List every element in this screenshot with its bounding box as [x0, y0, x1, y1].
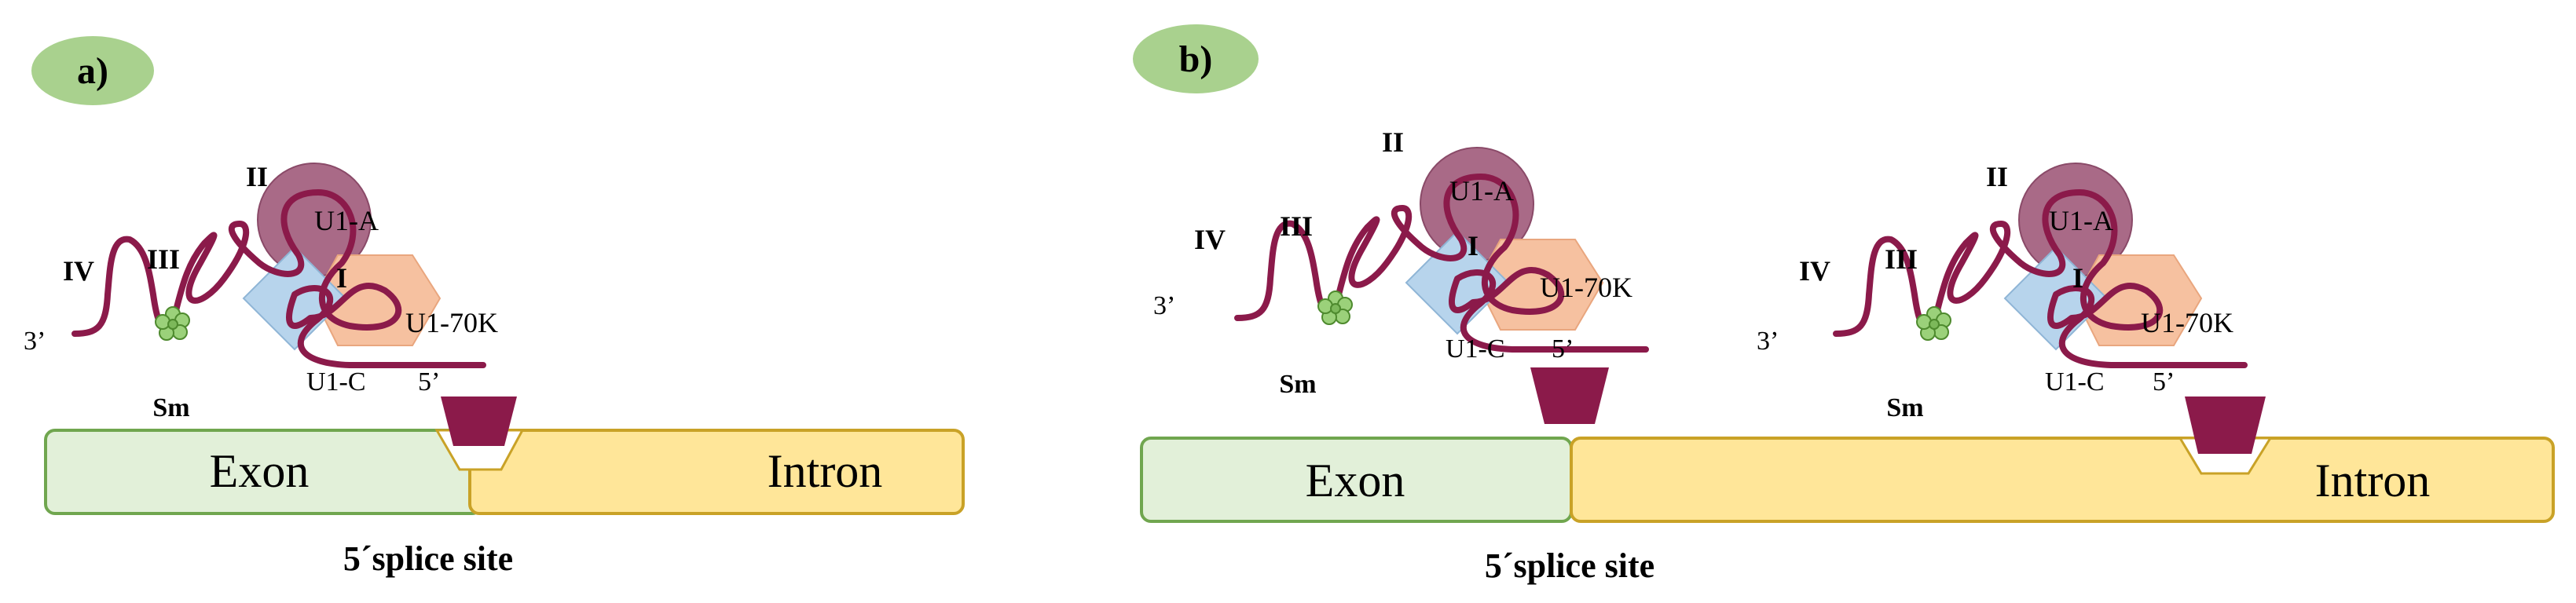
panel-b-right-stem-III: III [1885, 243, 1918, 275]
panel-b-left-marker [1530, 367, 1609, 424]
panel-b-right-3prime: 3’ [1757, 327, 1779, 356]
panel-a-3prime: 3’ [24, 327, 46, 356]
panel-a-stem-I: I [336, 262, 347, 294]
panel-a-stem-II: II [246, 161, 268, 192]
panel-a-splice-marker [441, 397, 517, 446]
panel-a-u170k-label: U1-70K [405, 307, 498, 338]
panel-b-left-stem-I: I [1468, 230, 1479, 261]
panel-b-left-u1a-label: U1-A [1449, 175, 1514, 206]
panel-b-intron-label: Intron [2315, 455, 2431, 506]
panel-b-right-stem-IV: IV [1799, 255, 1830, 287]
panel-b-right-u170k-label: U1-70K [2141, 307, 2233, 338]
panel-b-left-stem-II: II [1382, 126, 1404, 158]
panel-a-u1a-label: U1-A [314, 205, 379, 236]
panel-b-right-u1a-label: U1-A [2049, 205, 2113, 236]
panel-a: a) II III IV I U1-A U1-70K U1-C 5’ 3’ Sm… [24, 36, 965, 578]
panel-b-left-u170k-label: U1-70K [1540, 272, 1632, 303]
panel-b-right-sm-label: Sm [1886, 393, 1923, 422]
panel-b-left-3prime: 3’ [1153, 291, 1175, 320]
panel-a-sm-label: Sm [152, 393, 189, 422]
panel-b-right-stem-II: II [1986, 161, 2008, 192]
panel-b-right-5prime: 5’ [2153, 367, 2175, 397]
panel-a-stem-IV: IV [63, 255, 94, 287]
panel-a-stem-III: III [147, 243, 180, 275]
panel-b-intron-box [1570, 437, 2555, 523]
panel-a-exon-label: Exon [210, 445, 310, 497]
panel-b-exon-label: Exon [1306, 455, 1405, 506]
panel-a-u1c-label: U1-C [306, 367, 366, 397]
panel-b-left-stem-IV: IV [1194, 224, 1226, 255]
panel-a-label-bubble [31, 36, 154, 105]
panel-b-caption: 5´splice site [1485, 546, 1654, 585]
panel-a-label: a) [77, 50, 108, 92]
panel-b-label-bubble [1133, 24, 1259, 93]
panel-a-intron-label: Intron [768, 445, 883, 497]
panel-b: b) II III IV I U1-A U1-70K U1-C 5’ 3’ Sm… [1133, 24, 2555, 585]
panel-b-label: b) [1179, 38, 1213, 80]
panel-a-5prime: 5’ [418, 367, 440, 397]
panel-b-left-stem-III: III [1280, 210, 1313, 242]
panel-b-left-sm-label: Sm [1279, 370, 1316, 399]
panel-b-splice-marker [2185, 397, 2266, 454]
panel-b-left-complex [1237, 148, 1646, 349]
panel-a-caption: 5´splice site [343, 539, 513, 578]
panel-b-left-5prime: 5’ [1552, 334, 1574, 364]
panel-b-left-u1c-label: U1-C [1446, 334, 1505, 364]
panel-b-right-u1c-label: U1-C [2045, 367, 2105, 397]
panel-a-intron-box [468, 429, 965, 515]
panel-b-right-stem-I: I [2072, 262, 2083, 294]
